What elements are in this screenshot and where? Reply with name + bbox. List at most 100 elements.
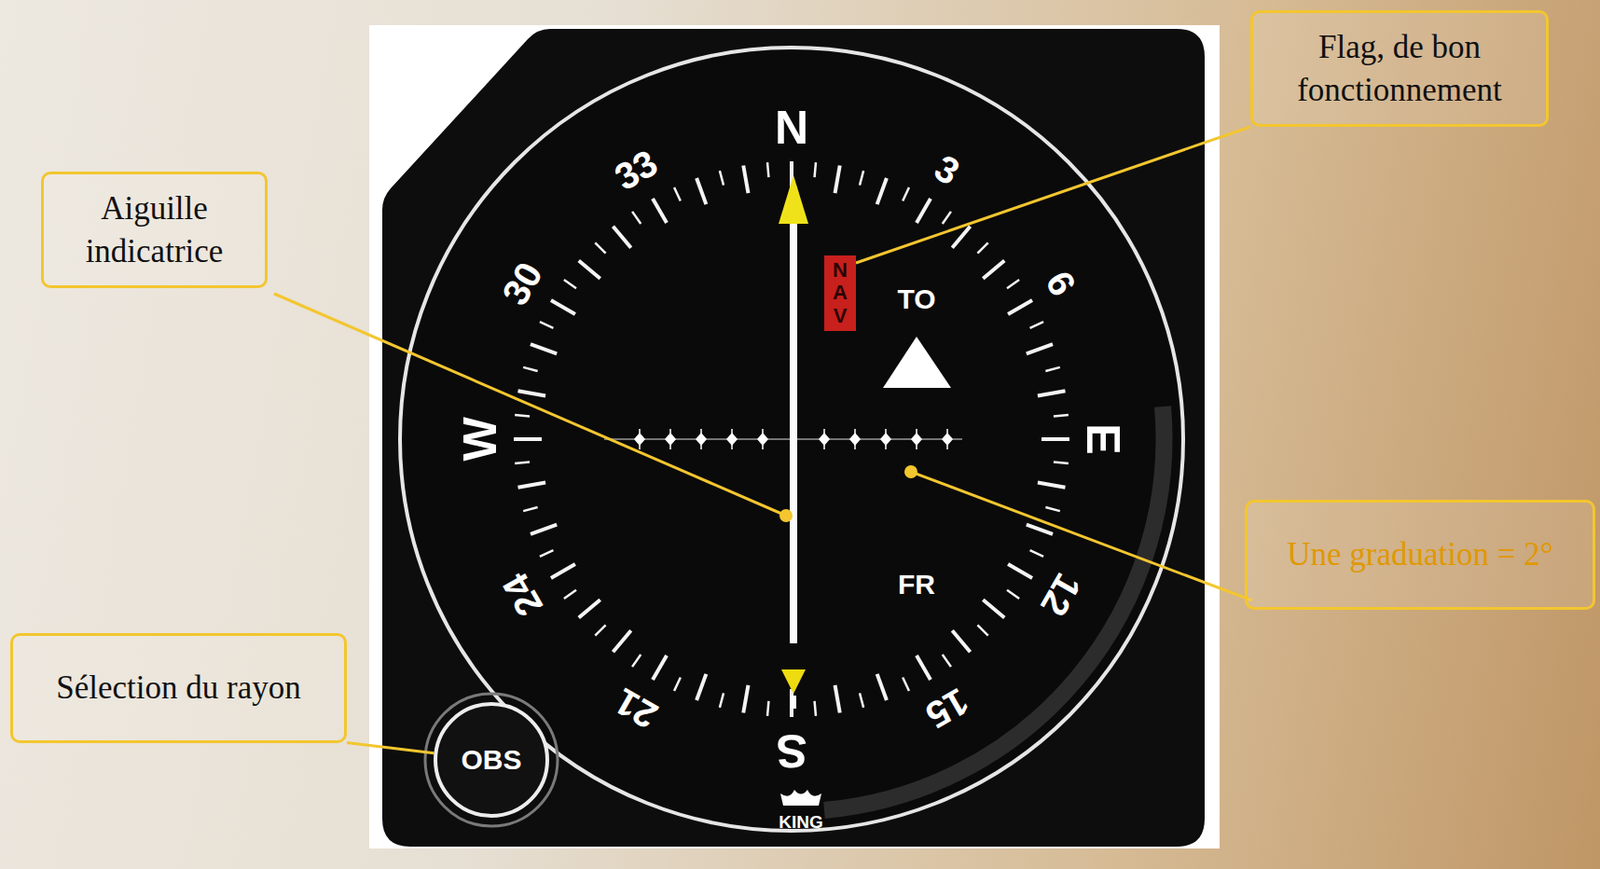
brand-logo: KING <box>778 813 824 831</box>
dial-tick <box>579 260 601 278</box>
callout-box: Une graduation = 2° <box>1244 499 1596 610</box>
dial-tick <box>902 187 910 202</box>
dial-tick <box>632 211 641 224</box>
dial-tick <box>579 599 601 618</box>
dial-tick <box>674 187 681 202</box>
leader-line <box>910 471 1253 601</box>
deviation-dot <box>849 432 861 446</box>
compass-heading: N <box>774 104 809 152</box>
compass-heading: E <box>1079 423 1127 455</box>
leader-dot <box>779 509 793 523</box>
dial-tick <box>942 654 952 667</box>
dial-tick <box>1006 590 1020 599</box>
dial-tick <box>877 178 887 205</box>
dial-tick <box>982 260 1005 278</box>
dial-tick <box>835 165 841 194</box>
knob-rim <box>425 693 558 827</box>
dial-tick <box>916 198 931 223</box>
deviation-dot <box>757 432 769 446</box>
deviation-dot <box>910 432 923 446</box>
dial-tick <box>1041 437 1070 442</box>
course-index <box>778 175 809 224</box>
dial-tick <box>1026 344 1053 354</box>
dial-tick <box>530 344 557 354</box>
leader-connector <box>346 743 434 754</box>
dial-tick <box>539 550 554 557</box>
knob-label: OBS <box>460 744 522 776</box>
leader-connector <box>855 126 1251 263</box>
deviation-dot <box>818 432 830 446</box>
compass-heading: 15 <box>920 682 976 736</box>
dial-tick <box>551 564 576 579</box>
brand-crown <box>780 789 822 806</box>
dial-tick <box>539 321 554 329</box>
dial-tick <box>977 624 988 635</box>
dial-tick <box>696 674 706 701</box>
deviation-scale-line <box>604 438 963 441</box>
dial-tick <box>743 685 748 714</box>
dial-tick <box>564 279 577 289</box>
photo-background <box>369 25 1220 849</box>
dial-tick <box>977 242 988 253</box>
dial-tick <box>859 170 864 185</box>
dial-tick <box>1030 550 1045 557</box>
dial-tick <box>743 165 748 194</box>
dial-tick <box>514 414 530 416</box>
dial-tick <box>1007 564 1033 579</box>
callout-box: Flag, de bon fonctionnement <box>1250 10 1549 127</box>
compass-heading: 3 <box>928 148 966 192</box>
compass-heading: W <box>456 416 504 461</box>
dial-tick <box>652 655 667 680</box>
compass-heading: 24 <box>495 567 549 623</box>
dial-tick <box>814 162 816 178</box>
dial-tick <box>612 226 631 249</box>
dial-tick <box>518 482 547 488</box>
dial-tick <box>877 674 887 701</box>
dial-tick <box>1006 279 1020 289</box>
dial-tick <box>859 692 864 707</box>
callout-text: Sélection du rayon <box>27 666 330 710</box>
dial-tick <box>1053 414 1069 416</box>
dial-tick <box>696 178 706 205</box>
obs-knob: OBS <box>433 702 550 818</box>
compass-heading: 21 <box>608 682 664 736</box>
dial-tick <box>767 162 769 178</box>
deviation-dot <box>664 432 676 446</box>
dial-tick <box>514 462 530 464</box>
dial-tick <box>1030 321 1045 329</box>
callout-box: Aiguille indicatrice <box>41 171 268 289</box>
dial-ticks <box>513 161 1070 718</box>
dial-tick <box>982 599 1005 618</box>
dial-tick <box>916 655 931 680</box>
callout-box: Sélection du rayon <box>10 633 347 744</box>
nav-flag: NAV <box>824 255 856 332</box>
dial-tick <box>632 654 641 667</box>
from-indicator: FR <box>897 570 936 599</box>
dial-tick <box>1045 367 1060 372</box>
dial-tick <box>518 390 547 396</box>
to-from-triangle <box>882 336 952 388</box>
dial-tick <box>1026 524 1053 535</box>
dial-tick <box>674 677 681 692</box>
bezel-ring <box>400 47 1184 831</box>
deviation-dot <box>695 432 707 446</box>
dial-tick <box>814 701 816 717</box>
dial-tick <box>1037 482 1066 488</box>
dial-tick <box>951 630 970 652</box>
callout-text: Une graduation = 2° <box>1262 533 1578 577</box>
dial-tick <box>902 677 910 692</box>
dial-tick <box>551 300 576 315</box>
dial-tick <box>564 590 577 599</box>
dial-tick <box>942 211 952 224</box>
dial-tick <box>652 198 667 223</box>
dial-tick <box>594 624 606 635</box>
dial-tick <box>719 692 724 707</box>
dial-tick <box>767 701 769 717</box>
dial-tick <box>1045 507 1060 511</box>
cdi-needle <box>789 186 798 644</box>
dial-tick <box>530 524 557 535</box>
dial-tick <box>1007 300 1033 315</box>
deviation-dot <box>634 432 646 446</box>
dial-tick <box>523 507 538 511</box>
